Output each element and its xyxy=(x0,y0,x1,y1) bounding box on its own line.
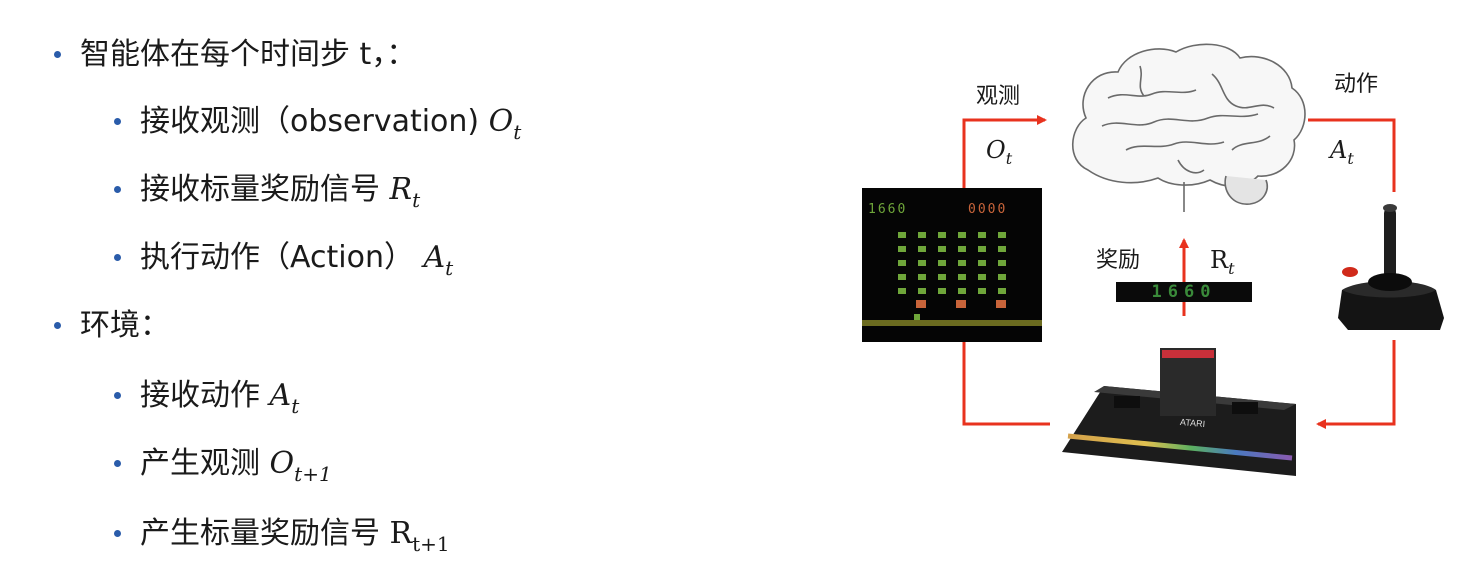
item-symbol: A xyxy=(423,240,446,275)
screen-bunkers xyxy=(916,300,1006,308)
observation-arrow xyxy=(962,115,1047,188)
environment-heading: 环境： xyxy=(80,308,170,343)
env-item-reward: 产生标量奖励信号 Rt+1 xyxy=(114,514,450,564)
bullet-dot xyxy=(54,51,61,58)
action-symbol: At xyxy=(1330,136,1354,173)
agent-heading-item: 智能体在每个时间步 t，： xyxy=(54,35,417,75)
agent-item-action: 执行动作（Action） At xyxy=(114,238,454,288)
item-subscript: t+1 xyxy=(294,462,332,486)
reward-label: 奖励 xyxy=(1096,248,1141,273)
reward-display-background xyxy=(1116,282,1252,302)
bullet-dot xyxy=(114,530,121,537)
brain-image xyxy=(1072,43,1306,212)
item-symbol: O xyxy=(488,104,514,139)
bullet-dot xyxy=(114,460,121,467)
game-score-right: 0000 xyxy=(968,202,1008,217)
agent-item-observation: 接收观测（observation) Ot xyxy=(114,102,522,152)
observation-symbol-letter: O xyxy=(986,136,1006,164)
bullet-dot xyxy=(54,322,61,329)
bullet-dot xyxy=(114,392,121,399)
agent-environment-diagram: 观测 Ot 动作 At 奖励 Rt 1660 0000 1660 ATARI xyxy=(840,0,1482,574)
env-item-observation: 产生观测 Ot+1 xyxy=(114,444,332,494)
item-text: 接收标量奖励信号 xyxy=(140,172,390,207)
item-text: 产生标量奖励信号 xyxy=(140,516,390,551)
item-symbol: A xyxy=(269,378,292,413)
item-subscript: t xyxy=(445,256,454,280)
item-subscript: t xyxy=(291,394,300,418)
item-symbol: R xyxy=(389,172,413,207)
item-text: 产生观测 xyxy=(140,446,270,481)
screen-invaders xyxy=(898,232,1006,294)
observation-symbol: Ot xyxy=(986,136,1012,173)
game-screen xyxy=(862,188,1042,342)
reward-symbol-sub: t xyxy=(1228,259,1235,278)
bullet-dot xyxy=(114,254,121,261)
screen-cannon xyxy=(914,314,920,320)
joystick-image xyxy=(1338,204,1444,330)
atari-console-image xyxy=(1062,348,1296,476)
game-score-left: 1660 xyxy=(868,202,908,217)
bullet-dot xyxy=(114,186,121,193)
environment-heading-item: 环境： xyxy=(54,306,170,346)
console-to-screen-arrow xyxy=(962,342,1050,426)
console-brand: ATARI xyxy=(1179,416,1206,430)
action-label: 动作 xyxy=(1334,72,1379,97)
agent-heading: 智能体在每个时间步 t，： xyxy=(80,37,417,72)
item-symbol: O xyxy=(269,446,295,481)
reward-symbol: Rt xyxy=(1210,246,1235,283)
item-text: 执行动作（Action） xyxy=(140,240,424,275)
action-arrow xyxy=(1308,118,1396,192)
bullet-dot xyxy=(114,118,121,125)
bullet-list: 智能体在每个时间步 t，： 接收观测（observation) Ot 接收标量奖… xyxy=(54,35,522,564)
screen-ground xyxy=(862,320,1042,326)
action-symbol-sub: t xyxy=(1347,149,1354,168)
reward-symbol-letter: R xyxy=(1210,246,1229,274)
item-subscript: t xyxy=(412,188,421,212)
observation-symbol-sub: t xyxy=(1005,149,1013,168)
observation-label: 观测 xyxy=(976,84,1021,109)
item-text: 接收观测（observation) xyxy=(140,104,489,139)
env-item-receive-action: 接收动作 At xyxy=(114,376,300,426)
diagram-canvas xyxy=(862,43,1444,476)
action-symbol-letter: A xyxy=(1330,136,1348,164)
item-subscript: t xyxy=(513,120,522,144)
item-text: 接收动作 xyxy=(140,378,270,413)
reward-display-score: 1660 xyxy=(1151,282,1217,302)
item-subscript: t+1 xyxy=(412,532,450,556)
item-symbol: R xyxy=(389,516,413,551)
agent-item-reward: 接收标量奖励信号 Rt xyxy=(114,170,421,220)
controller-to-console-arrow xyxy=(1316,340,1396,429)
